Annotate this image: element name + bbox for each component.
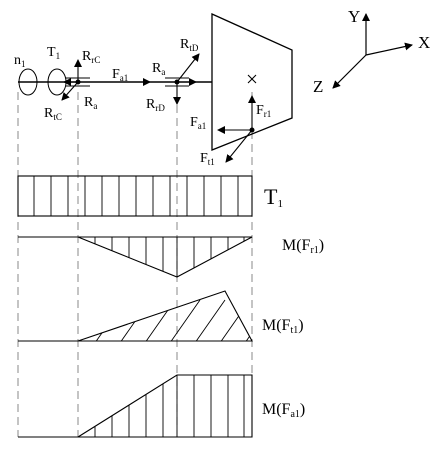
bearing-d-forces bbox=[165, 53, 200, 105]
gear-center-cross bbox=[247, 74, 257, 84]
moment-fr1-label: M(Fr1) bbox=[282, 237, 324, 256]
ft1-arrow bbox=[225, 129, 253, 163]
ft1-label: Ft1 bbox=[200, 151, 215, 167]
coordinate-axes bbox=[332, 13, 413, 89]
speed-symbol bbox=[18, 68, 38, 96]
x-axis-line bbox=[365, 42, 413, 56]
moment-ft1-label: M(Ft1) bbox=[262, 317, 304, 336]
z-axis-label: Z bbox=[313, 77, 323, 96]
rad-label: Ra bbox=[152, 61, 165, 77]
t1-label: T1 bbox=[47, 45, 60, 61]
bearing-d-point bbox=[174, 79, 180, 85]
rtc-label: RtC bbox=[44, 106, 62, 122]
fa1-shaft-label: Fa1 bbox=[112, 67, 128, 83]
moment-fa1-diagram bbox=[18, 374, 253, 438]
torque-diagram-label: T1 bbox=[264, 184, 283, 210]
n1-label: n1 bbox=[14, 53, 26, 69]
projection-lines bbox=[17, 92, 253, 437]
x-axis-label: X bbox=[418, 33, 430, 52]
y-axis-label: Y bbox=[348, 7, 360, 26]
bearing-c-point bbox=[75, 79, 81, 85]
moment-fr1-diagram bbox=[18, 236, 253, 278]
moment-ft1-diagram bbox=[18, 290, 253, 342]
rtd-label: RtD bbox=[180, 37, 199, 53]
rac-label: Ra bbox=[84, 95, 97, 111]
rrc-label: RrC bbox=[82, 49, 100, 65]
gear-body bbox=[211, 12, 293, 151]
rrd-label: RrD bbox=[146, 97, 165, 113]
fa1-gear-label: Fa1 bbox=[190, 115, 206, 131]
bearing-c-forces bbox=[61, 59, 90, 101]
gear-mesh-forces bbox=[217, 95, 256, 163]
rtc-arrow bbox=[61, 81, 79, 101]
torque-diagram bbox=[17, 175, 253, 217]
gear-mesh-point bbox=[249, 127, 255, 133]
moment-fa1-label: M(Fa1) bbox=[262, 401, 305, 420]
fr1-label: Fr1 bbox=[256, 103, 271, 119]
rtd-arrow bbox=[176, 53, 200, 83]
z-axis-line bbox=[332, 54, 367, 89]
